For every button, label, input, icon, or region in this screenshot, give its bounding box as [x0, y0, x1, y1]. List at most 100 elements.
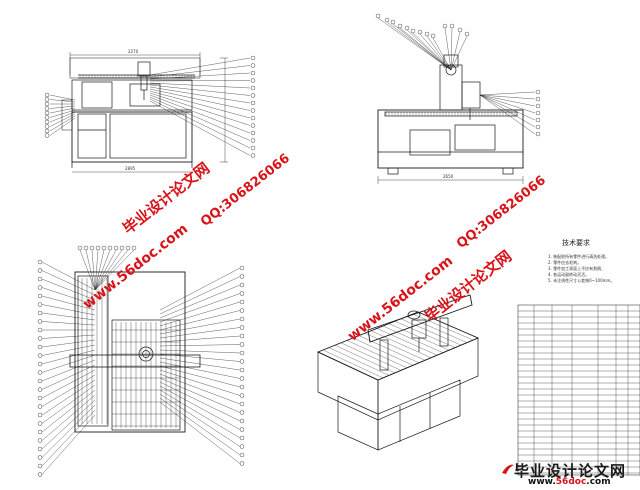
part-balloon	[44, 97, 50, 102]
drawing-line	[91, 249, 96, 291]
drawing-line	[426, 35, 452, 71]
part-balloon	[77, 245, 83, 251]
drawing-line	[479, 91, 536, 96]
part-balloon	[239, 410, 245, 415]
drawing-line	[49, 99, 76, 103]
part-balloon	[239, 342, 245, 347]
part-balloon	[37, 438, 43, 443]
part-balloon	[424, 31, 430, 37]
part-balloon	[119, 245, 125, 251]
part-balloon	[113, 245, 119, 251]
drawing-line	[49, 115, 76, 132]
part-balloon	[397, 23, 403, 29]
part-balloon	[239, 291, 245, 296]
part-balloon	[535, 131, 541, 137]
drawing-line	[41, 364, 96, 390]
parts-list-table	[517, 304, 640, 476]
drawing-line	[159, 353, 241, 362]
part-balloon	[457, 27, 463, 33]
drawing-line	[85, 249, 96, 291]
part-balloon	[37, 429, 43, 435]
part-balloon	[535, 110, 541, 116]
drawing-line	[41, 369, 96, 399]
drawing-line	[41, 339, 96, 348]
drawing-line	[94, 249, 135, 291]
drawing-line	[94, 249, 111, 291]
drawing-line	[149, 100, 251, 156]
drawing-line	[41, 394, 96, 441]
part-balloon	[239, 367, 245, 373]
part-balloon	[131, 245, 137, 251]
part-balloon	[101, 245, 107, 251]
part-balloon	[37, 319, 43, 324]
front-view	[49, 52, 251, 173]
brand-logo: 毕业设计论文网 www.56doc.com	[500, 458, 640, 490]
part-balloon	[239, 393, 245, 398]
drawing-line	[159, 397, 241, 456]
drawing-line	[149, 86, 251, 104]
part-balloon	[107, 245, 113, 251]
drawing-line	[159, 344, 241, 347]
tech-line: 5. 未注线性尺寸公差按0~100mm。	[548, 278, 615, 283]
drawing-line	[41, 278, 96, 301]
drawing-line	[159, 365, 241, 388]
drawing-line	[149, 84, 251, 96]
drawing-line	[49, 109, 76, 118]
drawing-line	[450, 35, 468, 71]
part-balloon	[250, 115, 256, 121]
drawing-line	[149, 57, 251, 76]
drawing-line	[159, 361, 241, 379]
part-balloon	[37, 276, 43, 282]
drawing-line	[322, 349, 384, 379]
drawing-line	[159, 381, 241, 422]
part-balloon	[239, 435, 245, 441]
part-balloon	[239, 282, 245, 288]
brand-name: 毕业设计论文网	[514, 462, 627, 480]
side-view	[377, 17, 536, 184]
drawing-line	[412, 32, 452, 71]
part-balloon	[239, 265, 245, 271]
drawing-line	[41, 404, 96, 458]
drawing-line	[386, 21, 452, 71]
part-balloon	[37, 412, 43, 418]
drawing-line	[94, 249, 129, 291]
part-balloon	[37, 446, 43, 452]
drawing-line	[41, 270, 96, 296]
drawing-line	[364, 333, 426, 361]
drawing-line	[94, 249, 117, 291]
drawing-line	[328, 347, 390, 376]
part-balloon	[250, 145, 256, 151]
drawing-line	[159, 327, 241, 339]
drawing-line	[392, 23, 452, 71]
part-balloon	[250, 63, 256, 68]
front-top-dimension: 2270	[128, 49, 139, 54]
part-balloon	[44, 119, 50, 125]
drawing-line	[346, 340, 408, 368]
part-balloon	[239, 444, 245, 449]
part-balloon	[375, 13, 381, 19]
tech-requirements-title: 技术要求	[562, 239, 590, 247]
part-balloon	[37, 259, 43, 265]
drawing-line	[450, 27, 453, 71]
drawing-line	[41, 379, 96, 416]
drawing-line	[149, 96, 251, 141]
drawing-line	[406, 316, 468, 343]
part-balloon	[239, 427, 245, 432]
drawing-line	[370, 330, 432, 358]
tech-line: 2. 零件应去毛刺。	[548, 260, 582, 265]
drawing-line	[159, 389, 241, 439]
drawing-line	[394, 321, 456, 348]
drawing-line	[94, 249, 99, 291]
part-balloon	[250, 153, 256, 158]
part-balloon	[535, 117, 541, 123]
part-balloon	[37, 310, 43, 316]
drawing-line	[159, 310, 241, 331]
drawing-line	[159, 284, 241, 319]
brand-url: www.56doc.com	[528, 477, 611, 487]
part-balloon	[37, 285, 43, 290]
drawing-line	[406, 29, 452, 71]
part-balloon	[239, 274, 245, 279]
drawing-line	[149, 90, 251, 119]
part-balloon	[535, 89, 541, 95]
